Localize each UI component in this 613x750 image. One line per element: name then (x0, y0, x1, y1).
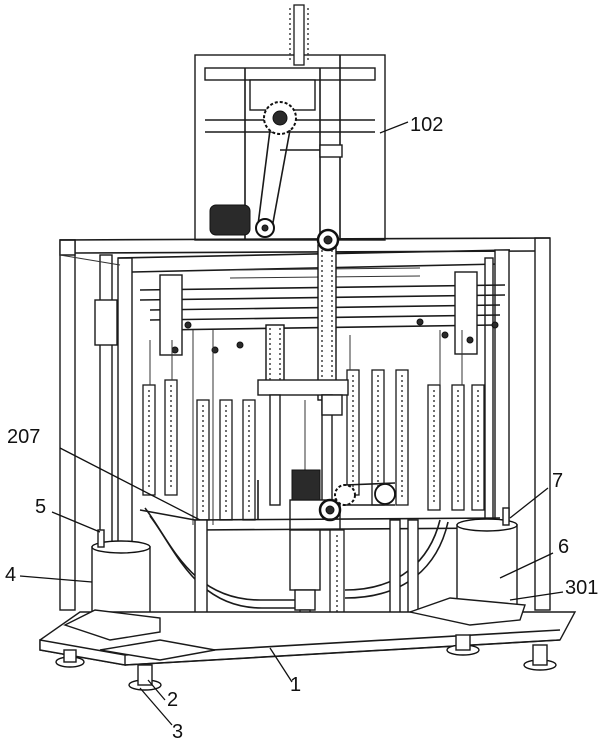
callout-7: 7 (552, 470, 564, 492)
callout-3: 3 (172, 721, 184, 743)
hoses (144, 507, 449, 609)
callout-207: 207 (7, 426, 41, 448)
base-plate (39, 597, 577, 666)
vertical-racks (142, 330, 485, 525)
callout-6: 6 (558, 536, 570, 558)
springs (265, 228, 340, 401)
drive-gear (257, 101, 343, 229)
callout-4: 4 (5, 564, 17, 586)
leader-lines (19, 121, 564, 726)
callout-5: 5 (35, 496, 47, 518)
feet (55, 634, 557, 691)
callout-1: 1 (290, 674, 302, 696)
callout-102: 102 (410, 114, 444, 136)
upper-carriage (94, 267, 506, 356)
motor (209, 204, 275, 238)
central-column (257, 379, 396, 531)
top-rack (289, 4, 309, 66)
callout-2: 2 (167, 689, 179, 711)
middle-beam (139, 509, 501, 531)
right-cylinder (456, 507, 518, 611)
callout-301: 301 (565, 577, 599, 599)
